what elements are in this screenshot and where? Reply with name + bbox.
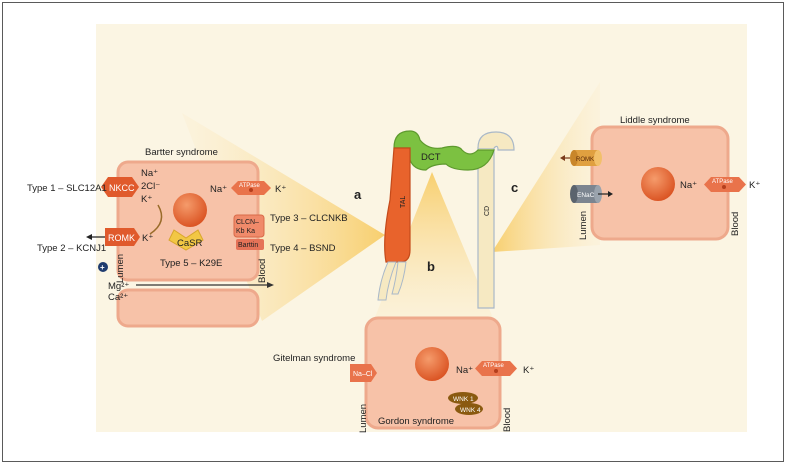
nkcc-transporter	[101, 177, 139, 197]
gordon-title: Gordon syndrome	[378, 416, 454, 427]
type3-label: Type 3 – CLCNKB	[270, 213, 348, 224]
dct-segment	[393, 130, 495, 171]
gitelman-cell	[350, 316, 517, 430]
atp-na-ion: Na⁺	[210, 184, 227, 195]
casr-receptor	[168, 229, 204, 251]
figure-frame	[2, 2, 784, 462]
nephron-tubule	[377, 130, 515, 309]
na-ion: Na⁺	[141, 168, 158, 179]
atp-k-ion: K⁺	[275, 184, 286, 195]
bartter-blood-label: Blood	[257, 259, 268, 283]
barttin	[236, 239, 264, 250]
liddle-atpase-pump	[704, 177, 746, 192]
bartter-lumen-label: Lumen	[115, 254, 126, 283]
k-ion: K⁺	[141, 194, 152, 205]
liddle-blood-label: Blood	[730, 212, 741, 236]
clcn-label: CLCN–	[236, 219, 259, 226]
liddle-title: Liddle syndrome	[620, 115, 690, 126]
type4-label: Type 4 – BSND	[270, 243, 336, 254]
zoom-cone-gitelman	[370, 172, 498, 330]
liddle-atpase-label: ATPase	[712, 179, 734, 185]
clcn-sub-label: Kb Ka	[236, 228, 255, 235]
gitelman-title: Gitelman syndrome	[273, 353, 355, 364]
type1-label: Type 1 – SLC12A1	[27, 183, 107, 194]
liddle-lumen-label: Lumen	[578, 211, 589, 240]
cd-label: CD	[484, 206, 491, 216]
zoom-cone-liddle	[492, 82, 600, 252]
wnk1-label: WNK 1	[453, 396, 474, 403]
nucleus	[641, 167, 675, 201]
nacl-transporter	[350, 364, 377, 382]
label-c: c	[511, 180, 518, 195]
mg-ion: Mg²⁺	[108, 281, 129, 292]
casr-label: CaSR	[177, 238, 202, 249]
label-b: b	[427, 259, 435, 274]
wnk4-kinase	[455, 403, 483, 415]
nucleus	[415, 347, 449, 381]
gitelman-lumen-label: Lumen	[358, 404, 369, 433]
bartter-cell	[86, 160, 274, 328]
gitelman-atpase-label: ATPase	[483, 363, 505, 369]
gitelman-na-ion: Na⁺	[456, 365, 473, 376]
descending-limb	[377, 261, 397, 301]
romk-channel	[105, 228, 140, 246]
plus-sign: +	[100, 263, 105, 272]
nucleus	[173, 193, 207, 227]
k-ion-out: K⁺	[142, 233, 153, 244]
tal-label: TAL	[400, 196, 407, 208]
clcn-channel	[233, 214, 265, 238]
wnk1-kinase	[448, 392, 478, 404]
enac-channel	[570, 185, 613, 203]
ca-ion: Ca²⁺	[108, 292, 128, 303]
liddle-na-ion: Na⁺	[680, 180, 697, 191]
nkcc-label: NKCC	[109, 183, 135, 193]
liddle-romk-label: ROMK	[576, 157, 594, 163]
type2-label: Type 2 – KCNJ1	[37, 243, 106, 254]
liddle-romk-channel	[560, 150, 602, 166]
bartter-title: Bartter syndrome	[145, 147, 218, 158]
barttin-label: Barttin	[238, 242, 258, 249]
label-a: a	[354, 187, 362, 202]
gitelman-atpase-pump	[475, 361, 517, 376]
type5-label: Type 5 – K29E	[160, 258, 222, 269]
enac-label: ENaC	[577, 192, 595, 199]
collecting-duct	[477, 147, 495, 309]
wnk4-label: WNK 4	[460, 407, 481, 414]
nacl-label: Na–Cl	[353, 371, 373, 378]
gitelman-blood-label: Blood	[502, 408, 513, 432]
bartter-atpase-pump	[231, 181, 271, 195]
liddle-cell	[560, 125, 746, 241]
gitelman-k-ion: K⁺	[523, 365, 534, 376]
romk-label: ROMK	[108, 233, 135, 243]
dct-label: DCT	[421, 152, 441, 163]
liddle-k-ion: K⁺	[749, 180, 760, 191]
atpase-label: ATPase	[239, 183, 261, 189]
cl-ion: 2Cl⁻	[141, 181, 160, 192]
